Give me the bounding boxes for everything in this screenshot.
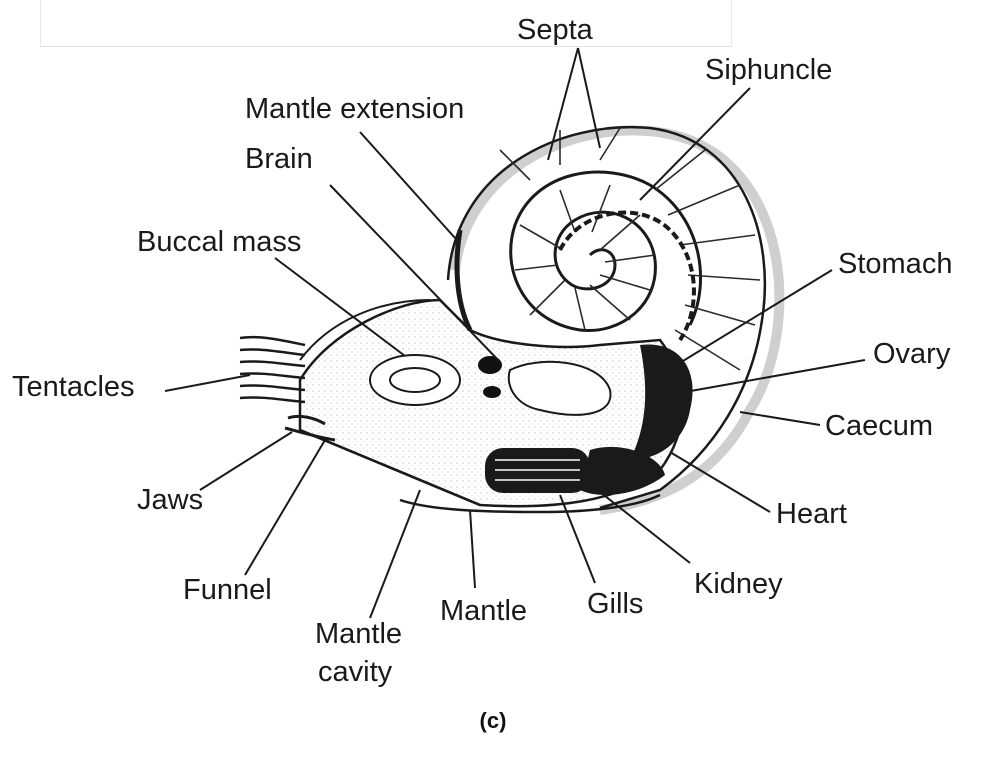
brain-lower — [483, 386, 501, 398]
figure-caption: (c) — [0, 708, 986, 734]
label-tentacles: Tentacles — [12, 373, 135, 402]
label-buccal-mass: Buccal mass — [137, 228, 301, 257]
label-septa: Septa — [517, 16, 593, 45]
label-stomach: Stomach — [838, 250, 952, 279]
label-brain: Brain — [245, 145, 313, 174]
label-caecum: Caecum — [825, 412, 933, 441]
label-siphuncle: Siphuncle — [705, 56, 832, 85]
label-mantle-cavity-line2: cavity — [318, 658, 392, 687]
label-mantle-cavity-line1: Mantle — [315, 620, 402, 649]
label-mantle-extension: Mantle extension — [245, 95, 464, 124]
label-gills: Gills — [587, 590, 643, 619]
buccal-mass-shape — [370, 355, 460, 405]
label-mantle: Mantle — [440, 597, 527, 626]
label-ovary: Ovary — [873, 340, 950, 369]
label-kidney: Kidney — [694, 570, 783, 599]
label-heart: Heart — [776, 500, 847, 529]
brain-shape — [478, 356, 502, 374]
tentacles-shape — [240, 337, 305, 402]
label-funnel: Funnel — [183, 576, 272, 605]
label-jaws: Jaws — [137, 486, 203, 515]
